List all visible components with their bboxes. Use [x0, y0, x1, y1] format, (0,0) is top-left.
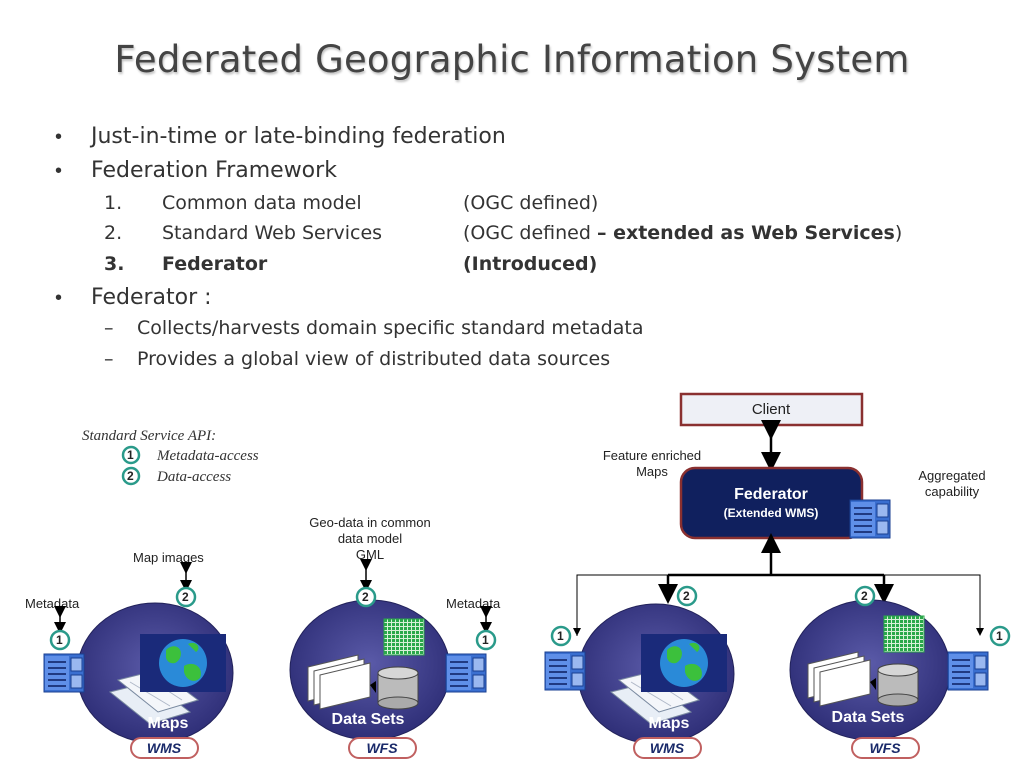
wms-label: WMS: [650, 740, 685, 756]
list-number: 1.: [104, 192, 123, 214]
geodata-label-line3: GML: [356, 547, 384, 562]
list-item-note: (Introduced): [463, 253, 598, 275]
badge-number: 1: [996, 629, 1003, 643]
list-item-name: Standard Web Services: [162, 222, 383, 244]
data-access-badge: [676, 585, 698, 607]
metadata-document-icon: [445, 653, 487, 693]
note-prefix: (OGC defined: [463, 222, 597, 244]
metadata-document-icon: [947, 651, 989, 691]
bullet-dot: •: [55, 126, 63, 148]
arrow-head: [573, 628, 581, 636]
list-item-note: (OGC defined – extended as Web Services): [463, 222, 902, 244]
metadata-access-badge: [475, 629, 497, 651]
badge-number: 2: [127, 469, 134, 483]
federator-sub-label: (Extended WMS): [724, 506, 819, 520]
client-box: [679, 392, 864, 427]
feature-label-line1: Feature enriched: [603, 448, 701, 463]
wfs-label: WFS: [366, 740, 398, 756]
legend-data-access: Data-access: [156, 469, 231, 485]
list-item-note: (OGC defined): [463, 192, 599, 214]
sub-dash: –: [104, 348, 114, 370]
geodata-label-line2: data model: [338, 531, 402, 546]
sub-dash: –: [104, 317, 114, 339]
aggregated-capability-icon: [849, 499, 891, 539]
metadata-access-badge: [989, 625, 1011, 647]
slide-title: Federated Geographic Information System: [114, 38, 910, 81]
badge-number: 1: [482, 633, 489, 647]
wms-badge: [130, 737, 199, 759]
badge-number: 1: [557, 629, 564, 643]
metadata-label: Metadata: [446, 596, 501, 611]
wfs-label: WFS: [869, 740, 901, 756]
arrow-head: [976, 628, 984, 636]
wms-badge: [633, 737, 702, 759]
bullet-dot: •: [55, 160, 63, 182]
list-number: 3.: [104, 253, 125, 275]
map-images-label: Map images: [133, 550, 204, 565]
bullet-just-in-time: Just-in-time or late-binding federation: [91, 124, 506, 149]
maps-label: Maps: [649, 715, 690, 732]
badge-number: 2: [861, 589, 868, 603]
legend-badge-2: [121, 466, 141, 486]
badge-number: 1: [56, 633, 63, 647]
metadata-access-badge: [49, 629, 71, 651]
note-suffix: ): [894, 222, 903, 244]
data-access-badge: [355, 586, 377, 608]
metadata-document-icon: [43, 653, 85, 693]
sub-bullet-provides: Provides a global view of distributed da…: [137, 348, 611, 370]
datasets-label: Data Sets: [832, 709, 905, 726]
list-number: 2.: [104, 222, 123, 244]
federator-box: [679, 466, 864, 540]
metadata-label: Metadata: [25, 596, 80, 611]
bullet-federator: Federator :: [91, 285, 212, 310]
wfs-badge: [348, 737, 417, 759]
metadata-document-icon: [544, 651, 586, 691]
metadata-access-badge: [550, 625, 572, 647]
metadata-connector: [576, 574, 981, 636]
maps-label: Maps: [148, 715, 189, 732]
badge-number: 2: [182, 590, 189, 604]
sub-bullet-collects: Collects/harvests domain specific standa…: [137, 317, 644, 339]
badge-number: 2: [683, 589, 690, 603]
wms-label: WMS: [147, 740, 182, 756]
wfs-badge: [851, 737, 920, 759]
badge-number: 2: [362, 590, 369, 604]
data-access-badge: [175, 586, 197, 608]
client-label: Client: [752, 401, 791, 418]
bullet-dot: •: [55, 287, 63, 309]
aggregated-label-line1: Aggregated: [918, 468, 985, 483]
datasets-label: Data Sets: [332, 711, 405, 728]
geodata-label-line1: Geo-data in common: [309, 515, 430, 530]
federator-label: Federator: [734, 486, 808, 503]
bullet-federation-framework: Federation Framework: [91, 158, 337, 183]
badge-number: 1: [127, 448, 134, 462]
list-item-name: Federator: [162, 253, 268, 275]
data-access-badge: [854, 585, 876, 607]
legend-metadata-access: Metadata-access: [156, 448, 259, 464]
aggregated-label-line2: capability: [925, 484, 980, 499]
legend-title: Standard Service API:: [82, 428, 216, 444]
legend-badge-1: [121, 445, 141, 465]
feature-label-line2: Maps: [636, 464, 668, 479]
note-bold: – extended as Web Services: [596, 222, 895, 244]
list-item-name: Common data model: [162, 192, 362, 214]
